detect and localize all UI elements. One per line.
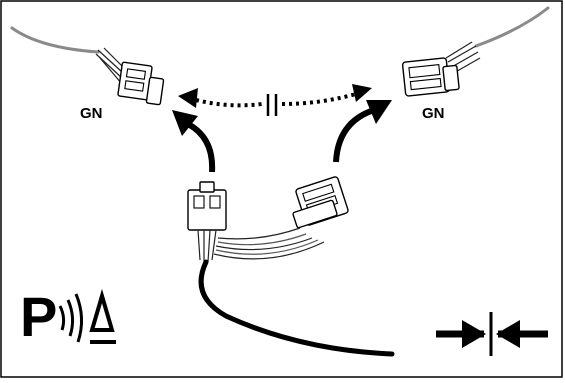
left-gn-connector <box>95 47 165 106</box>
right-vehicle-cable <box>474 6 550 48</box>
right-connector-label: GN <box>422 105 445 122</box>
sensor-cable <box>198 259 395 357</box>
left-harness-connector <box>187 181 227 263</box>
dotted-double-arrow <box>178 84 372 116</box>
right-curved-arrow <box>333 100 392 163</box>
left-connector-label: GN <box>80 105 103 122</box>
left-curved-arrow <box>172 110 216 173</box>
dotted-arrow-left-head <box>178 88 198 108</box>
dotted-arrow-right-head <box>352 84 372 102</box>
harness-wires <box>213 227 325 260</box>
right-harness-connector <box>292 176 349 229</box>
right-gn-connector <box>401 41 481 97</box>
park-assist-icon: P <box>20 285 116 348</box>
connector-separation-icon <box>436 312 548 356</box>
left-vehicle-cable <box>10 26 100 54</box>
svg-text:P: P <box>20 285 57 348</box>
